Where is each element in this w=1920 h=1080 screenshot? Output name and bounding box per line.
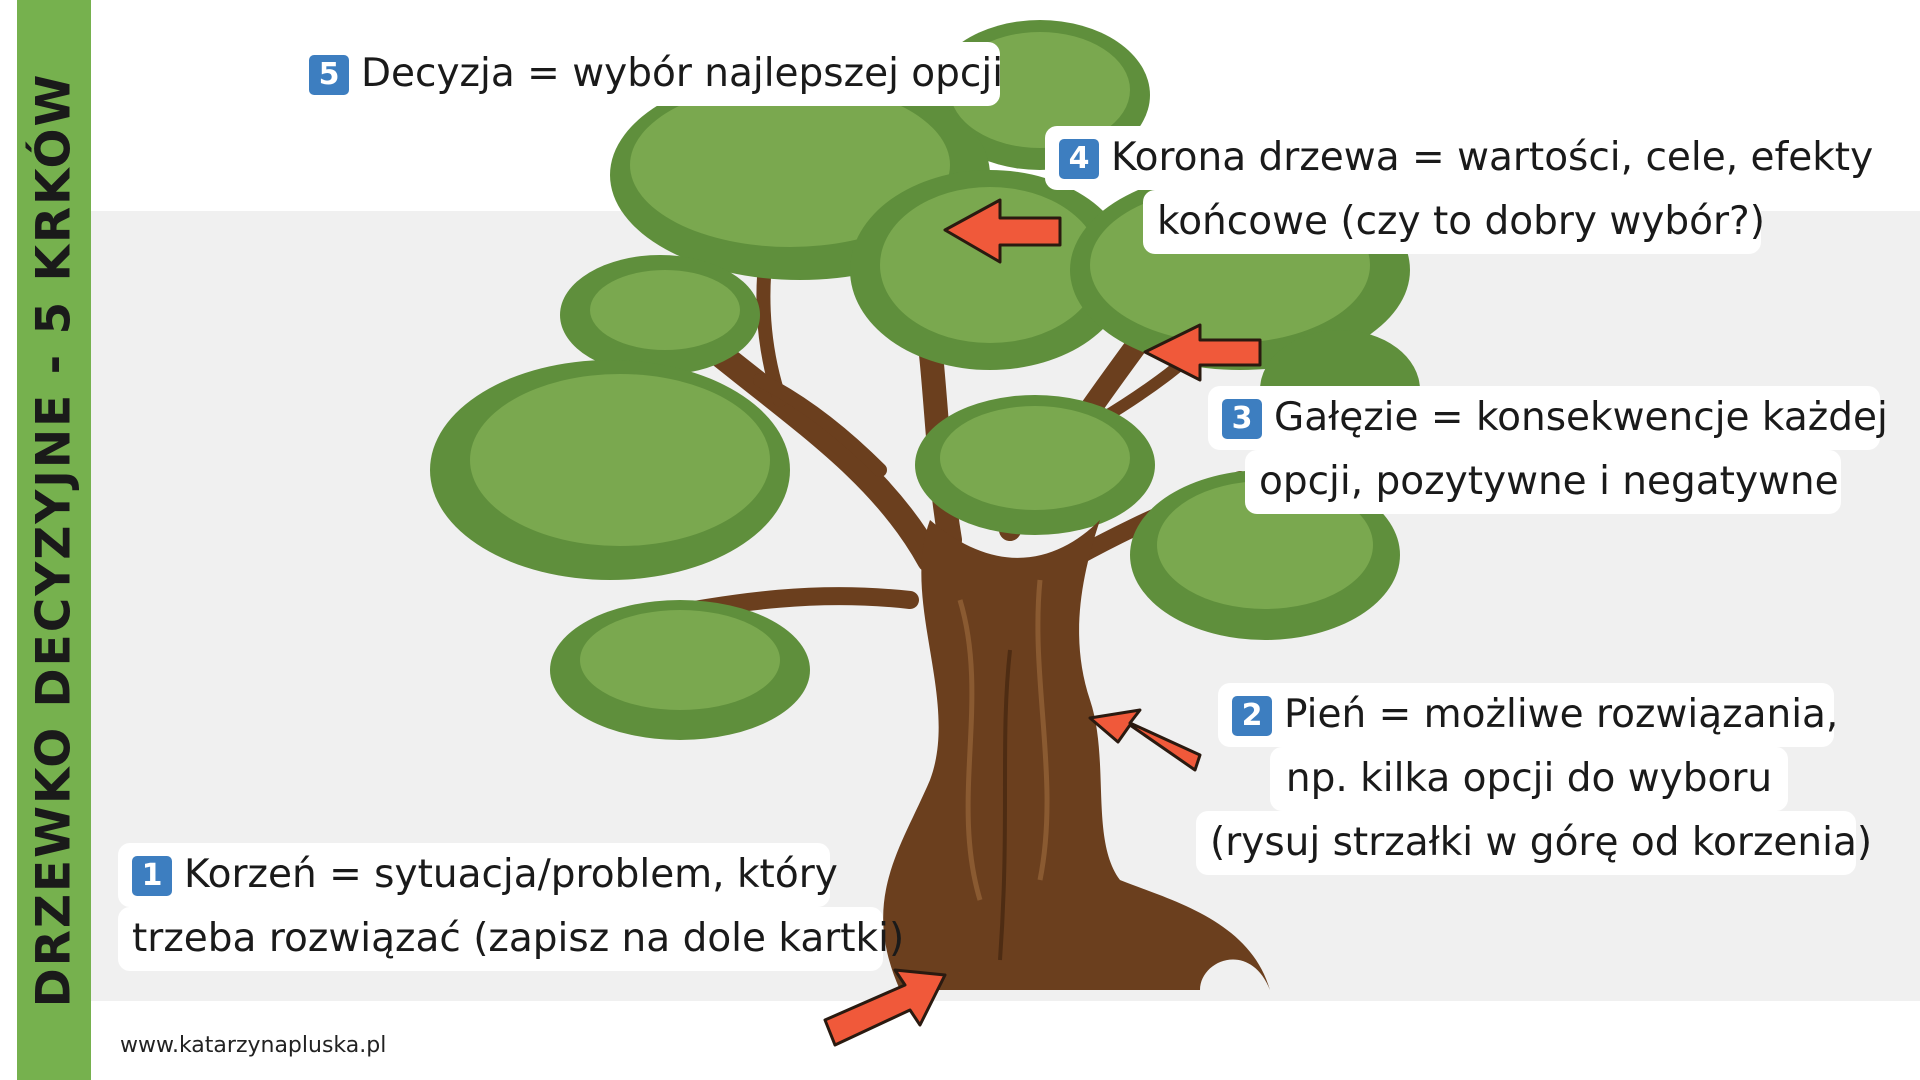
arrows: [823, 198, 1262, 1047]
step-2-line-2: np. kilka opcji do wyboru: [1285, 756, 1773, 801]
step-5-line-1: Decyzja = wybór najlepszej opcji: [361, 51, 1004, 96]
step-2-label-line-1: 2 Pień = możliwe rozwiązania,: [1218, 683, 1838, 747]
tree-trunk: [883, 520, 1270, 990]
step-2-label-line-2: np. kilka opcji do wyboru: [1270, 747, 1788, 811]
step-2-badge: 2: [1232, 696, 1272, 736]
arrow-crown: [943, 198, 1062, 264]
step-4-label-line-2: końcowe (czy to dobry wybór?): [1143, 190, 1765, 254]
step-3-label-line-1: 3 Gałęzie = konsekwencje każdej: [1208, 386, 1888, 450]
step-4-label-line-1: 4 Korona drzewa = wartości, cele, efekty: [1045, 126, 1873, 190]
step-5-badge: 5: [309, 55, 349, 95]
step-1-label-line-1: 1 Korzeń = sytuacja/problem, który: [118, 843, 838, 907]
step-3-line-1: Gałęzie = konsekwencje każdej: [1274, 395, 1888, 440]
arrow-trunk: [1088, 708, 1202, 772]
step-2-label-line-3: (rysuj strzałki w górę od korzenia): [1196, 811, 1873, 875]
arrow-branches: [1143, 323, 1262, 382]
step-2-line-1: Pień = możliwe rozwiązania,: [1284, 692, 1839, 737]
step-4-line-2: końcowe (czy to dobry wybór?): [1157, 199, 1765, 244]
arrow-root: [823, 968, 947, 1047]
step-1-label-line-2: trzeba rozwiązać (zapisz na dole kartki): [118, 907, 905, 971]
step-1-badge: 1: [132, 856, 172, 896]
website-url[interactable]: www.katarzynapluska.pl: [120, 1033, 387, 1058]
step-1-line-2: trzeba rozwiązać (zapisz na dole kartki): [132, 916, 905, 961]
step-3-badge: 3: [1222, 399, 1262, 439]
step-4-badge: 4: [1059, 139, 1099, 179]
step-1-line-1: Korzeń = sytuacja/problem, który: [184, 852, 838, 897]
step-4-line-1: Korona drzewa = wartości, cele, efekty: [1111, 135, 1874, 180]
step-3-line-2: opcji, pozytywne i negatywne: [1259, 459, 1839, 504]
step-3-label-line-2: opcji, pozytywne i negatywne: [1245, 450, 1841, 514]
step-5-label: 5 Decyzja = wybór najlepszej opcji: [295, 42, 1004, 106]
step-2-line-3: (rysuj strzałki w górę od korzenia): [1210, 820, 1873, 865]
tree-foliage: [430, 20, 1420, 740]
sidebar-green-bar: [17, 0, 91, 1080]
